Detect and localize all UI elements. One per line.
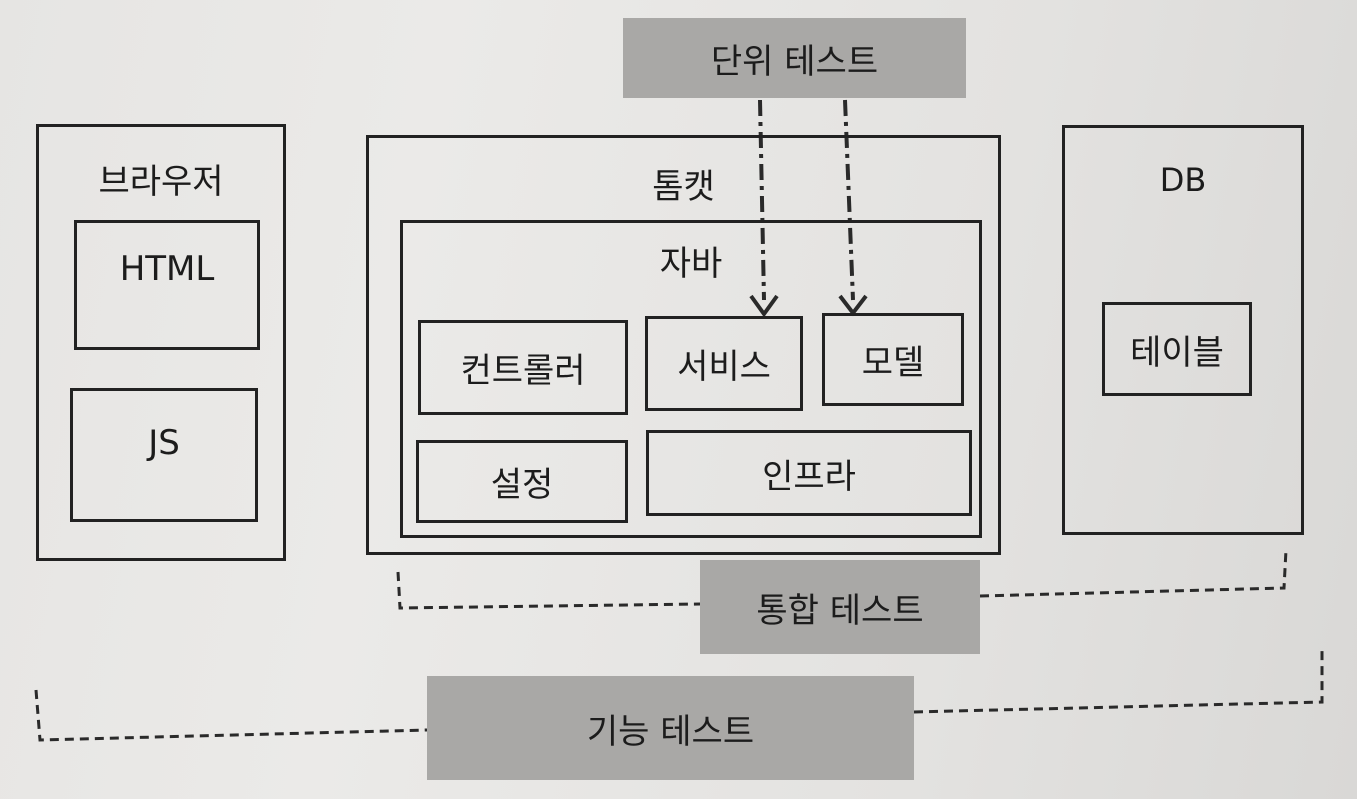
model-label: 모델 xyxy=(861,343,925,383)
infra-label: 인프라 xyxy=(762,456,856,497)
arrowhead-service xyxy=(749,294,779,318)
unit-test-arrow-model xyxy=(843,99,855,301)
model-box: 모델 xyxy=(822,313,964,406)
html-box: HTML xyxy=(74,220,260,350)
infra-box: 인프라 xyxy=(646,430,972,516)
functional-bracket-right xyxy=(913,648,1324,714)
unit-test-arrow-service xyxy=(758,99,766,301)
config-label: 설정 xyxy=(490,465,554,505)
js-box: JS xyxy=(70,388,258,522)
js-label: JS xyxy=(148,423,180,463)
java-box: 자바 xyxy=(400,220,982,538)
functional-test-text: 기능 테스트 xyxy=(586,711,755,752)
integration-test-text: 통합 테스트 xyxy=(756,590,924,631)
table-label: 테이블 xyxy=(1130,332,1224,373)
unit-test-text: 단위 테스트 xyxy=(710,41,879,82)
controller-label: 컨트롤러 xyxy=(460,351,586,391)
functional-bracket-left xyxy=(34,689,428,742)
service-label: 서비스 xyxy=(677,347,771,387)
controller-box: 컨트롤러 xyxy=(418,320,628,415)
java-title: 자바 xyxy=(659,244,723,284)
html-label: HTML xyxy=(119,249,215,289)
integration-bracket-right xyxy=(979,549,1288,598)
integration-bracket-left xyxy=(396,571,701,610)
integration-test-label: 통합 테스트 xyxy=(700,560,980,654)
browser-title: 브라우저 xyxy=(98,162,224,202)
service-box: 서비스 xyxy=(645,316,803,411)
tomcat-title: 톰캣 xyxy=(652,167,715,207)
unit-test-label: 단위 테스트 xyxy=(623,18,966,98)
db-box: DB xyxy=(1062,125,1304,535)
browser-box: 브라우저 xyxy=(36,124,286,561)
tomcat-box: 톰캣 xyxy=(366,135,1001,555)
db-title: DB xyxy=(1159,161,1207,199)
functional-test-label: 기능 테스트 xyxy=(427,676,914,780)
table-box: 테이블 xyxy=(1102,302,1252,396)
config-box: 설정 xyxy=(416,440,628,523)
